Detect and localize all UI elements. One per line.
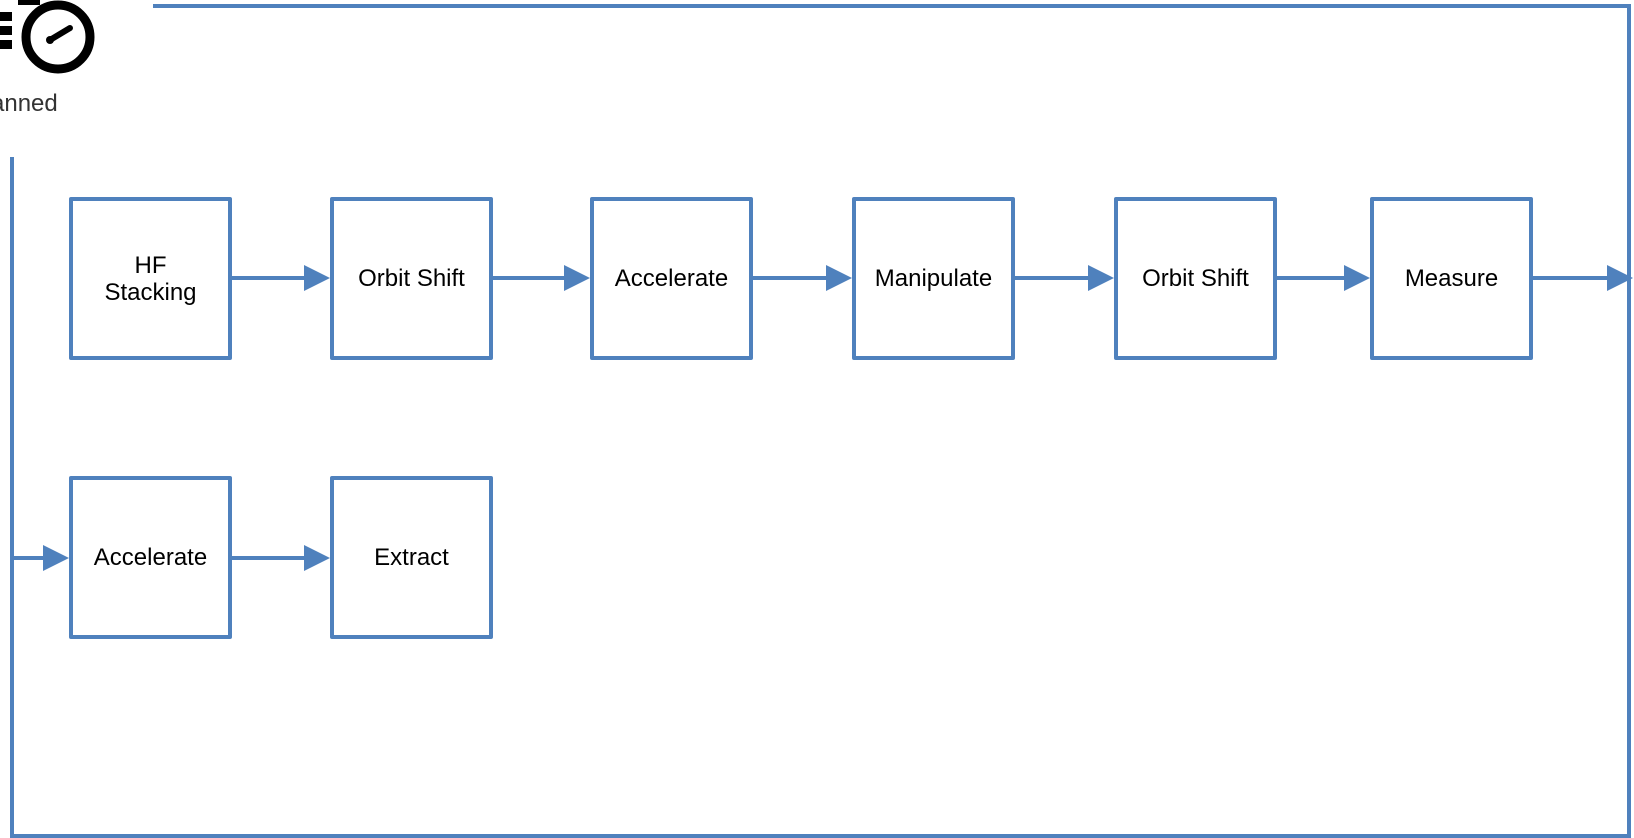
step-box-accelerate: Accelerate: [590, 197, 753, 360]
step-box-measure: Measure: [1370, 197, 1533, 360]
flow-arrow: [753, 265, 852, 291]
planned-caption: anned: [0, 90, 58, 117]
step-box-hf-stacking: HF Stacking: [69, 197, 232, 360]
step-box-manipulate: Manipulate: [852, 197, 1015, 360]
step-box-accelerate-2: Accelerate: [69, 476, 232, 639]
step-box-extract: Extract: [330, 476, 493, 639]
step-box-orbit-shift-2: Orbit Shift: [1114, 197, 1277, 360]
step-label: Accelerate: [93, 544, 208, 571]
frame-bottom-line: [10, 834, 1631, 838]
step-label: HF Stacking: [104, 251, 197, 306]
step-label: Measure: [1404, 265, 1499, 292]
step-box-orbit-shift: Orbit Shift: [330, 197, 493, 360]
step-label: Orbit Shift: [1142, 265, 1249, 292]
flow-arrow-continue: [1533, 265, 1633, 291]
flow-arrow: [493, 265, 590, 291]
gauge-icon: [0, 0, 95, 74]
step-label: Orbit Shift: [358, 265, 465, 292]
step-label: Manipulate: [874, 265, 993, 292]
frame-right-line: [1627, 4, 1631, 838]
flow-arrow: [1277, 265, 1370, 291]
flow-arrow-incoming: [12, 545, 69, 571]
flow-arrow: [1015, 265, 1114, 291]
flow-arrow: [232, 545, 330, 571]
step-label: Extract: [374, 544, 449, 571]
flow-arrow: [232, 265, 330, 291]
frame-top-line: [153, 4, 1631, 8]
frame-left-line: [10, 157, 14, 838]
step-label: Accelerate: [614, 265, 729, 292]
